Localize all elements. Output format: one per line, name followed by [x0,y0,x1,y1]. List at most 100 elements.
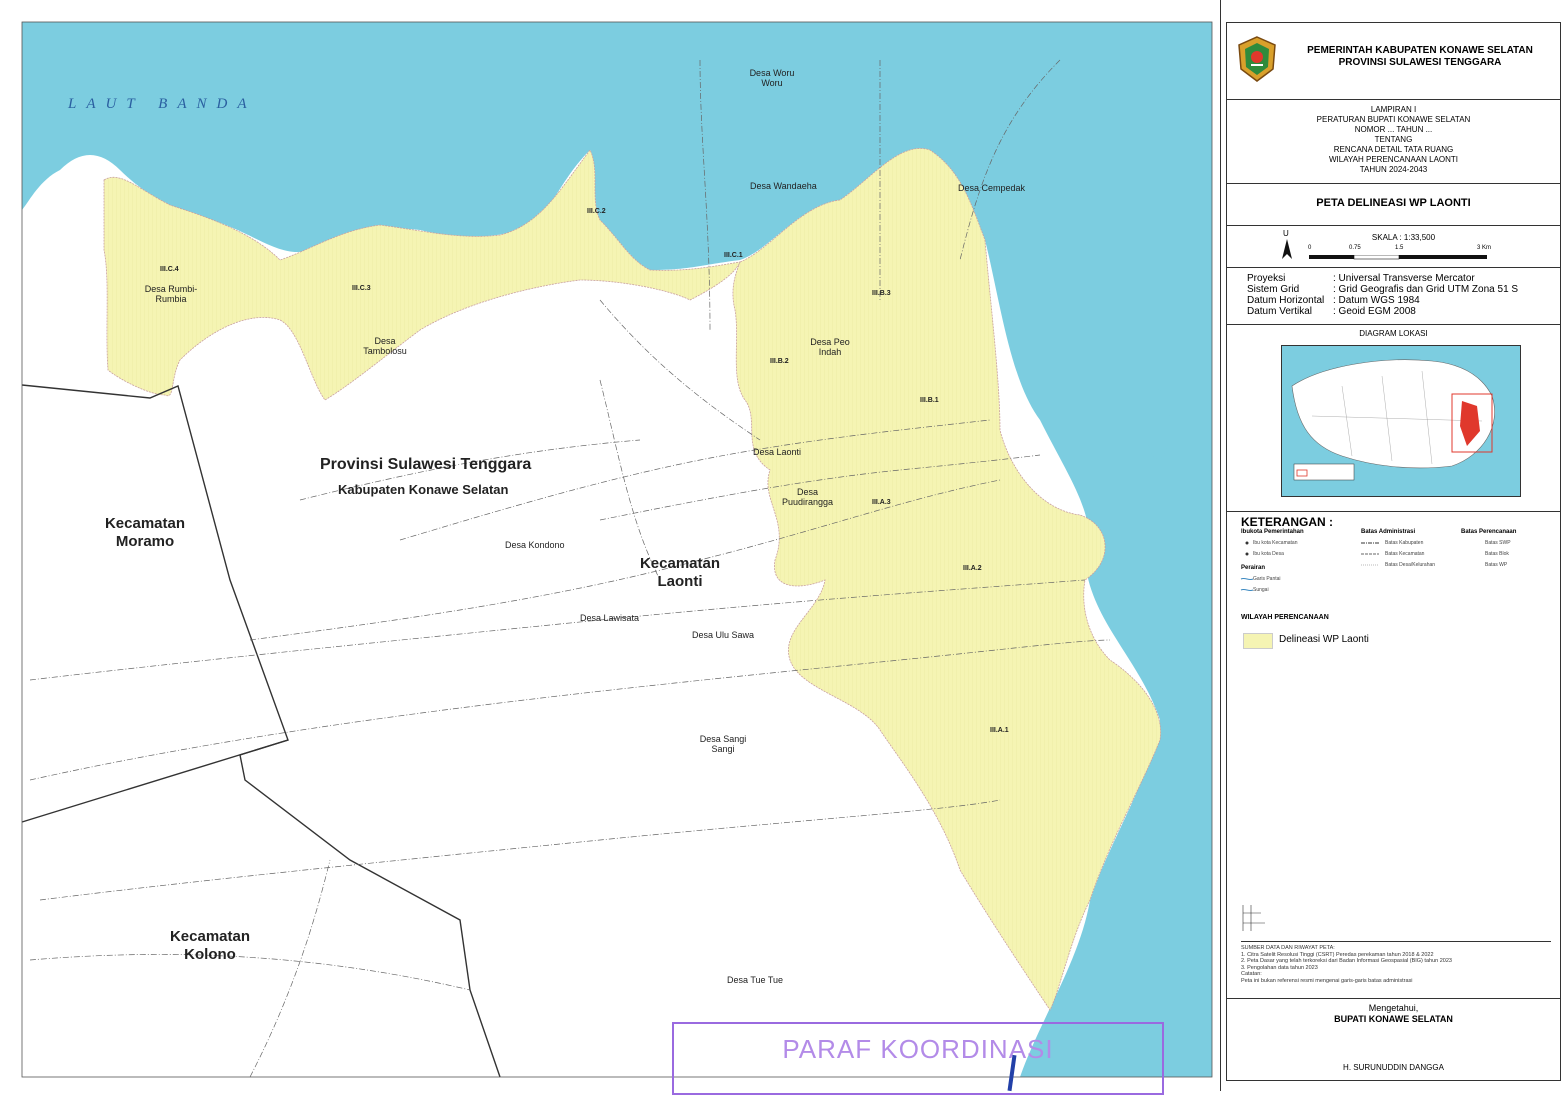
legend-item: Batas Desa/Kelurahan [1385,562,1436,568]
village-label: Desa Sangi Sangi [699,734,747,754]
planning-area-label: Delineasi WP Laonti [1279,634,1369,645]
district-label-laonti: Kecamatan Laonti [639,555,721,590]
map-canvas [21,21,1213,1078]
north-arrow-icon [1282,239,1292,259]
village-label: Desa Wandaeha [750,181,817,191]
source-line: SUMBER DATA DAN RIWAYAT PETA: [1241,945,1335,951]
regency-emblem-icon [1238,36,1276,82]
legend-block: KETERANGAN : Ibukota Pemerintahan Ibu ko… [1227,511,1560,931]
village-label: Desa Tambolosu [363,336,407,356]
legend-item: Ibu kota Desa [1253,551,1284,557]
legend-title: KETERANGAN : [1241,515,1333,529]
planning-area-main [732,148,1162,1011]
province-label: Provinsi Sulawesi Tenggara [320,456,532,473]
village-label: Desa Ulu Sawa [692,630,755,640]
approval-label: Mengetahui, [1368,1003,1419,1013]
legend-col-heading: Batas Perencanaan [1461,529,1517,535]
village-label: Desa Cempedak [958,183,1026,193]
projection-row: Datum Horizontal: Datum WGS 1984 [1247,295,1420,306]
north-label: U [1283,229,1289,238]
lampiran-line: PERATURAN BUPATI KONAWE SELATAN [1316,115,1471,124]
zone-label: III.B.1 [920,397,939,404]
legend-col-heading: Perairan [1241,565,1266,571]
projection-row: Sistem Grid: Grid Geografis dan Grid UTM… [1247,284,1519,295]
legend-item: Sungai [1253,587,1269,593]
lampiran-line: TAHUN 2024-2043 [1359,165,1428,174]
source-notes: SUMBER DATA DAN RIWAYAT PETA: 1. Citra S… [1241,941,1551,985]
zone-label: III.A.2 [963,565,982,572]
zone-label: III.B.2 [770,358,789,365]
sea-label: LAUT BANDA [68,96,257,112]
planning-area-swatch [1243,633,1273,649]
map-frame: LAUT BANDA Provinsi Sulawesi Tenggara Ka… [21,0,1221,1095]
legend-item: Ibu kota Kecamatan [1253,540,1298,546]
sea-island [1142,387,1171,459]
coordination-stamp: PARAF KOORDINASI [672,1022,1164,1095]
zone-label: III.C.4 [160,266,179,273]
lampiran-line: WILAYAH PERENCANAAN LAONTI [1328,155,1459,164]
village-label: Desa Rumbi-Rumbia [144,284,198,304]
panel-header-line1: PEMERINTAH KABUPATEN KONAWE SELATAN [1307,45,1533,56]
district-label-kolono: Kecamatan Kolono [169,928,251,963]
lampiran-line: TENTANG [1374,135,1413,144]
location-inset-map [1281,345,1521,497]
map-title: PETA DELINEASI WP LAONTI [1316,197,1471,209]
village-boundaries [29,59,1111,1078]
diagram-title: DIAGRAM LOKASI [1359,329,1428,338]
zone-label: III.C.2 [587,208,606,215]
village-label: Desa Kondono [505,540,565,550]
scale-tick: 3 Km [1477,245,1492,251]
stamp-text: PARAF KOORDINASI [782,1034,1054,1064]
location-diagram-block: DIAGRAM LOKASI [1227,325,1560,512]
scale-block: SKALA : 1:33,500 U 0 0.75 1.5 3 Km [1227,225,1560,268]
legend-item: Batas Kecamatan [1385,551,1425,557]
sea-north [22,22,1212,1077]
projection-block: Proyeksi: Universal Transverse Mercator … [1227,267,1560,325]
source-line: Catatan: [1241,971,1262,978]
source-line: Peta ini bukan referensi resmi mengenai … [1241,977,1413,984]
scale-tick: 0.75 [1349,245,1361,251]
legend-item: Garis Pantai [1253,576,1281,582]
legend-item: Batas Blok [1485,551,1509,557]
approval-block: Mengetahui, BUPATI KONAWE SELATAN [1227,998,1560,1025]
zone-label: III.C.3 [352,285,371,292]
zone-label: III.A.1 [990,727,1009,734]
village-label: Desa Laonti [753,447,802,457]
scale-tick: 0 [1308,245,1312,251]
lampiran-line: RENCANA DETAIL TATA RUANG [1333,145,1454,154]
map-legend-panel: PEMERINTAH KABUPATEN KONAWE SELATAN PROV… [1226,22,1561,1081]
signatory-name: H. SURUNUDDIN DANGGA [1343,1063,1444,1072]
zone-label: III.A.3 [872,499,891,506]
index-grid-icon [1242,905,1265,931]
village-label: Desa Peo Indah [810,337,850,357]
legend-col-heading: Batas Administrasi [1361,529,1416,535]
legend-item: Batas SWP [1485,540,1511,546]
source-line: 3. Pengolahan data tahun 2023 [1241,964,1318,971]
district-label-moramo: Kecamatan Moramo [104,515,186,550]
zone-label: III.C.1 [724,252,743,259]
source-line: 1. Citra Satelit Resolusi Tinggi (CSRT) … [1241,951,1434,958]
panel-header: PEMERINTAH KABUPATEN KONAWE SELATAN PROV… [1227,23,1560,100]
legend-item: Batas WP [1485,562,1508,568]
panel-header-line2: PROVINSI SULAWESI TENGGARA [1338,57,1502,68]
legend-col-heading: Ibukota Pemerintahan [1241,529,1304,535]
regency-label: Kabupaten Konawe Selatan [338,482,509,497]
scale-label: SKALA : 1:33,500 [1371,233,1436,242]
source-line: 2. Peta Dasar yang telah terkoreksi dari… [1241,958,1452,965]
planning-area-heading: WILAYAH PERENCANAAN [1241,614,1329,621]
approval-title: BUPATI KONAWE SELATAN [1334,1014,1453,1024]
scale-tick: 1.5 [1395,245,1404,251]
projection-row: Proyeksi: Universal Transverse Mercator [1247,273,1475,284]
map-title-block: PETA DELINEASI WP LAONTI [1227,183,1560,226]
village-label: Desa Woru Woru [749,68,795,88]
scale-bar [1309,255,1487,260]
lampiran-block: LAMPIRAN I PERATURAN BUPATI KONAWE SELAT… [1227,99,1560,184]
legend-symbols [1240,541,1379,592]
village-label: Desa Lawisata [580,613,640,623]
zone-label: III.B.3 [872,290,891,297]
village-label: Desa Puudirangga [781,487,834,507]
village-label: Desa Tue Tue [727,975,784,985]
lampiran-line: LAMPIRAN I [1370,105,1417,114]
legend-item: Batas Kabupaten [1385,540,1424,546]
lampiran-line: NOMOR ... TAHUN ... [1354,125,1433,134]
